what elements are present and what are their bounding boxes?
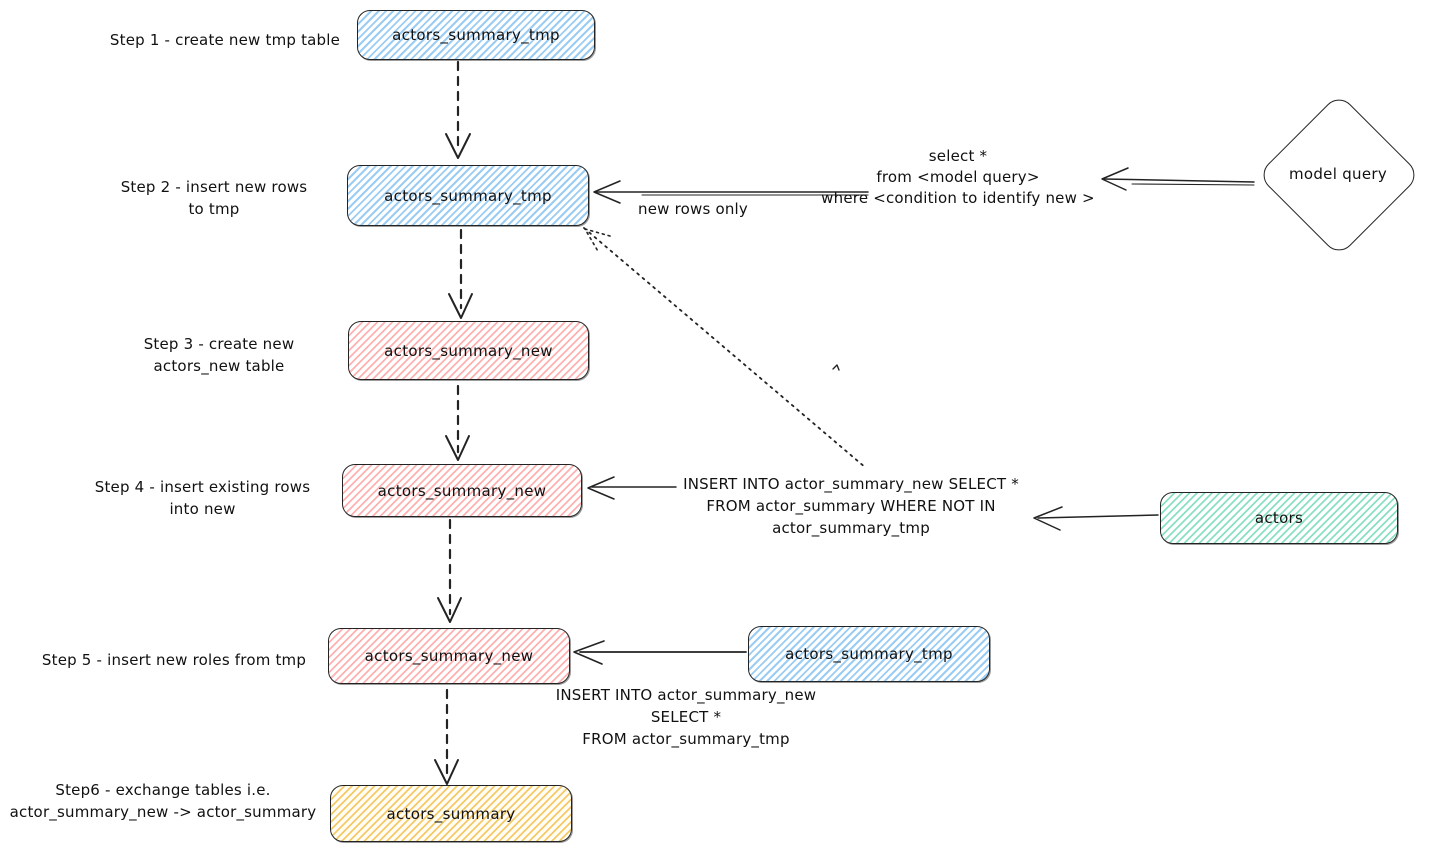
arrowhead-insert-to-step4 xyxy=(587,476,615,500)
node-label: actors_summary_tmp xyxy=(384,186,552,205)
node-label: actors_summary_new xyxy=(384,341,553,360)
node-actors: actors xyxy=(1160,492,1398,544)
arrowhead-tmp-to-step5 xyxy=(573,640,605,665)
stray-mark xyxy=(832,364,840,371)
insert-from-tmp-text: INSERT INTO actor_summary_new SELECT * F… xyxy=(555,686,817,748)
arrowhead-query-to-step2 xyxy=(593,180,621,204)
arrowhead-step3-to-step4 xyxy=(445,435,470,461)
node-step3-new-table: actors_summary_new xyxy=(348,321,589,380)
dotted-arrowhead-insert-to-step2 xyxy=(584,228,611,254)
node-step2-tmp-table: actors_summary_tmp xyxy=(347,165,589,226)
node-label: actors_summary_new xyxy=(377,481,547,500)
arrow-diamond-to-query xyxy=(1103,178,1255,183)
step2-label: Step 2 - insert new rows to tmp xyxy=(120,178,308,218)
arrowhead-step4-to-step5 xyxy=(437,597,462,623)
insert-existing-text: INSERT INTO actor_summary_new SELECT * F… xyxy=(683,475,1019,537)
arrowhead-step1-to-step2 xyxy=(445,133,471,159)
step4-label: Step 4 - insert existing rows into new xyxy=(94,478,311,518)
node-step1-tmp-table: actors_summary_tmp xyxy=(357,10,595,60)
arrowhead-step5-to-step6 xyxy=(434,759,459,785)
arrow-actors-to-insert xyxy=(1037,514,1159,519)
node-label: actors_summary_new xyxy=(364,647,534,665)
node-final-summary: actors_summary xyxy=(330,785,572,842)
arrowhead-actors-to-insert xyxy=(1033,506,1063,531)
node-model-query-label: model query xyxy=(1288,165,1388,183)
new-rows-only-label: new rows only xyxy=(638,200,748,218)
step5-label: Step 5 - insert new roles from tmp xyxy=(41,651,307,669)
node-step5-tmp-source: actors_summary_tmp xyxy=(748,626,990,682)
node-label: actors_summary xyxy=(386,804,516,823)
node-label: actors_summary_tmp xyxy=(392,26,560,44)
node-step5-new-table: actors_summary_new xyxy=(328,628,570,684)
arrowhead-step2-to-step3 xyxy=(448,293,473,319)
node-step4-new-table: actors_summary_new xyxy=(342,464,582,517)
node-label: actors_summary_tmp xyxy=(785,645,953,663)
dotted-line-insert-to-step2 xyxy=(583,227,867,469)
arrow-diamond-to-query-doubleline xyxy=(1131,183,1255,186)
step3-label: Step 3 - create new actors_new table xyxy=(143,335,295,375)
step6-label: Step6 - exchange tables i.e. actor_summa… xyxy=(9,781,317,821)
node-label: actors xyxy=(1254,509,1304,527)
select-query-text: select * from <model query> where <condi… xyxy=(821,147,1095,207)
step1-label: Step 1 - create new tmp table xyxy=(109,31,341,49)
